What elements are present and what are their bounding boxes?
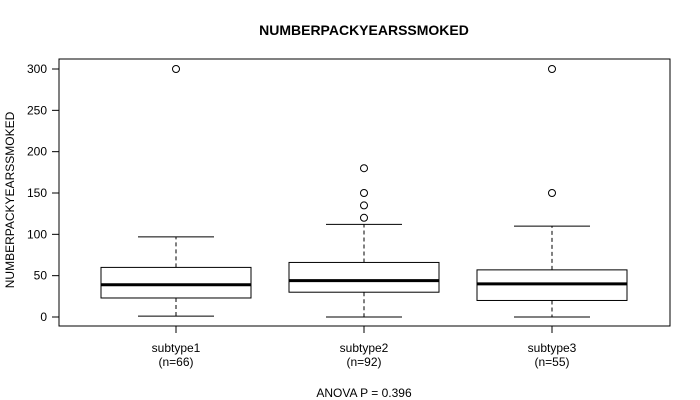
y-tick-label: 250: [27, 103, 47, 117]
x-tick-label: subtype3: [528, 341, 577, 355]
x-tick-n-label: (n=66): [158, 355, 193, 369]
boxes: subtype1(n=66) subtype2(n=92) subtype3(n=5…: [100, 65, 628, 369]
y-tick-label: 0: [40, 310, 47, 324]
x-axis-label: ANOVA P = 0.396: [316, 386, 412, 400]
x-tick-label: subtype2: [340, 341, 389, 355]
x-tick-label: subtype1: [152, 341, 201, 355]
outlier-point: [360, 189, 368, 197]
y-tick-label: 100: [27, 227, 47, 241]
iqr-box: [100, 266, 252, 299]
outlier-point: [548, 65, 556, 73]
outlier-point: [360, 213, 368, 222]
x-tick-n-label: (n=92): [346, 355, 381, 369]
y-tick-label: 200: [27, 145, 47, 159]
chart-title: NUMBERPACKYEARSSMOKED: [259, 22, 469, 38]
iqr-box: [288, 261, 440, 293]
y-axis: 0 50 100 150 200 250 300: [27, 62, 60, 324]
y-axis-label: NUMBERPACKYEARSSMOKED: [3, 111, 17, 288]
outlier-point: [172, 65, 180, 73]
y-tick-label: 300: [27, 62, 47, 76]
x-tick-n-label: (n=55): [534, 355, 569, 369]
outlier-point: [548, 189, 556, 197]
plot-frame: [58, 58, 671, 327]
outlier-point: [360, 164, 368, 173]
outlier-point: [360, 201, 368, 210]
y-tick-label: 50: [34, 269, 48, 283]
y-tick-label: 150: [27, 186, 47, 200]
